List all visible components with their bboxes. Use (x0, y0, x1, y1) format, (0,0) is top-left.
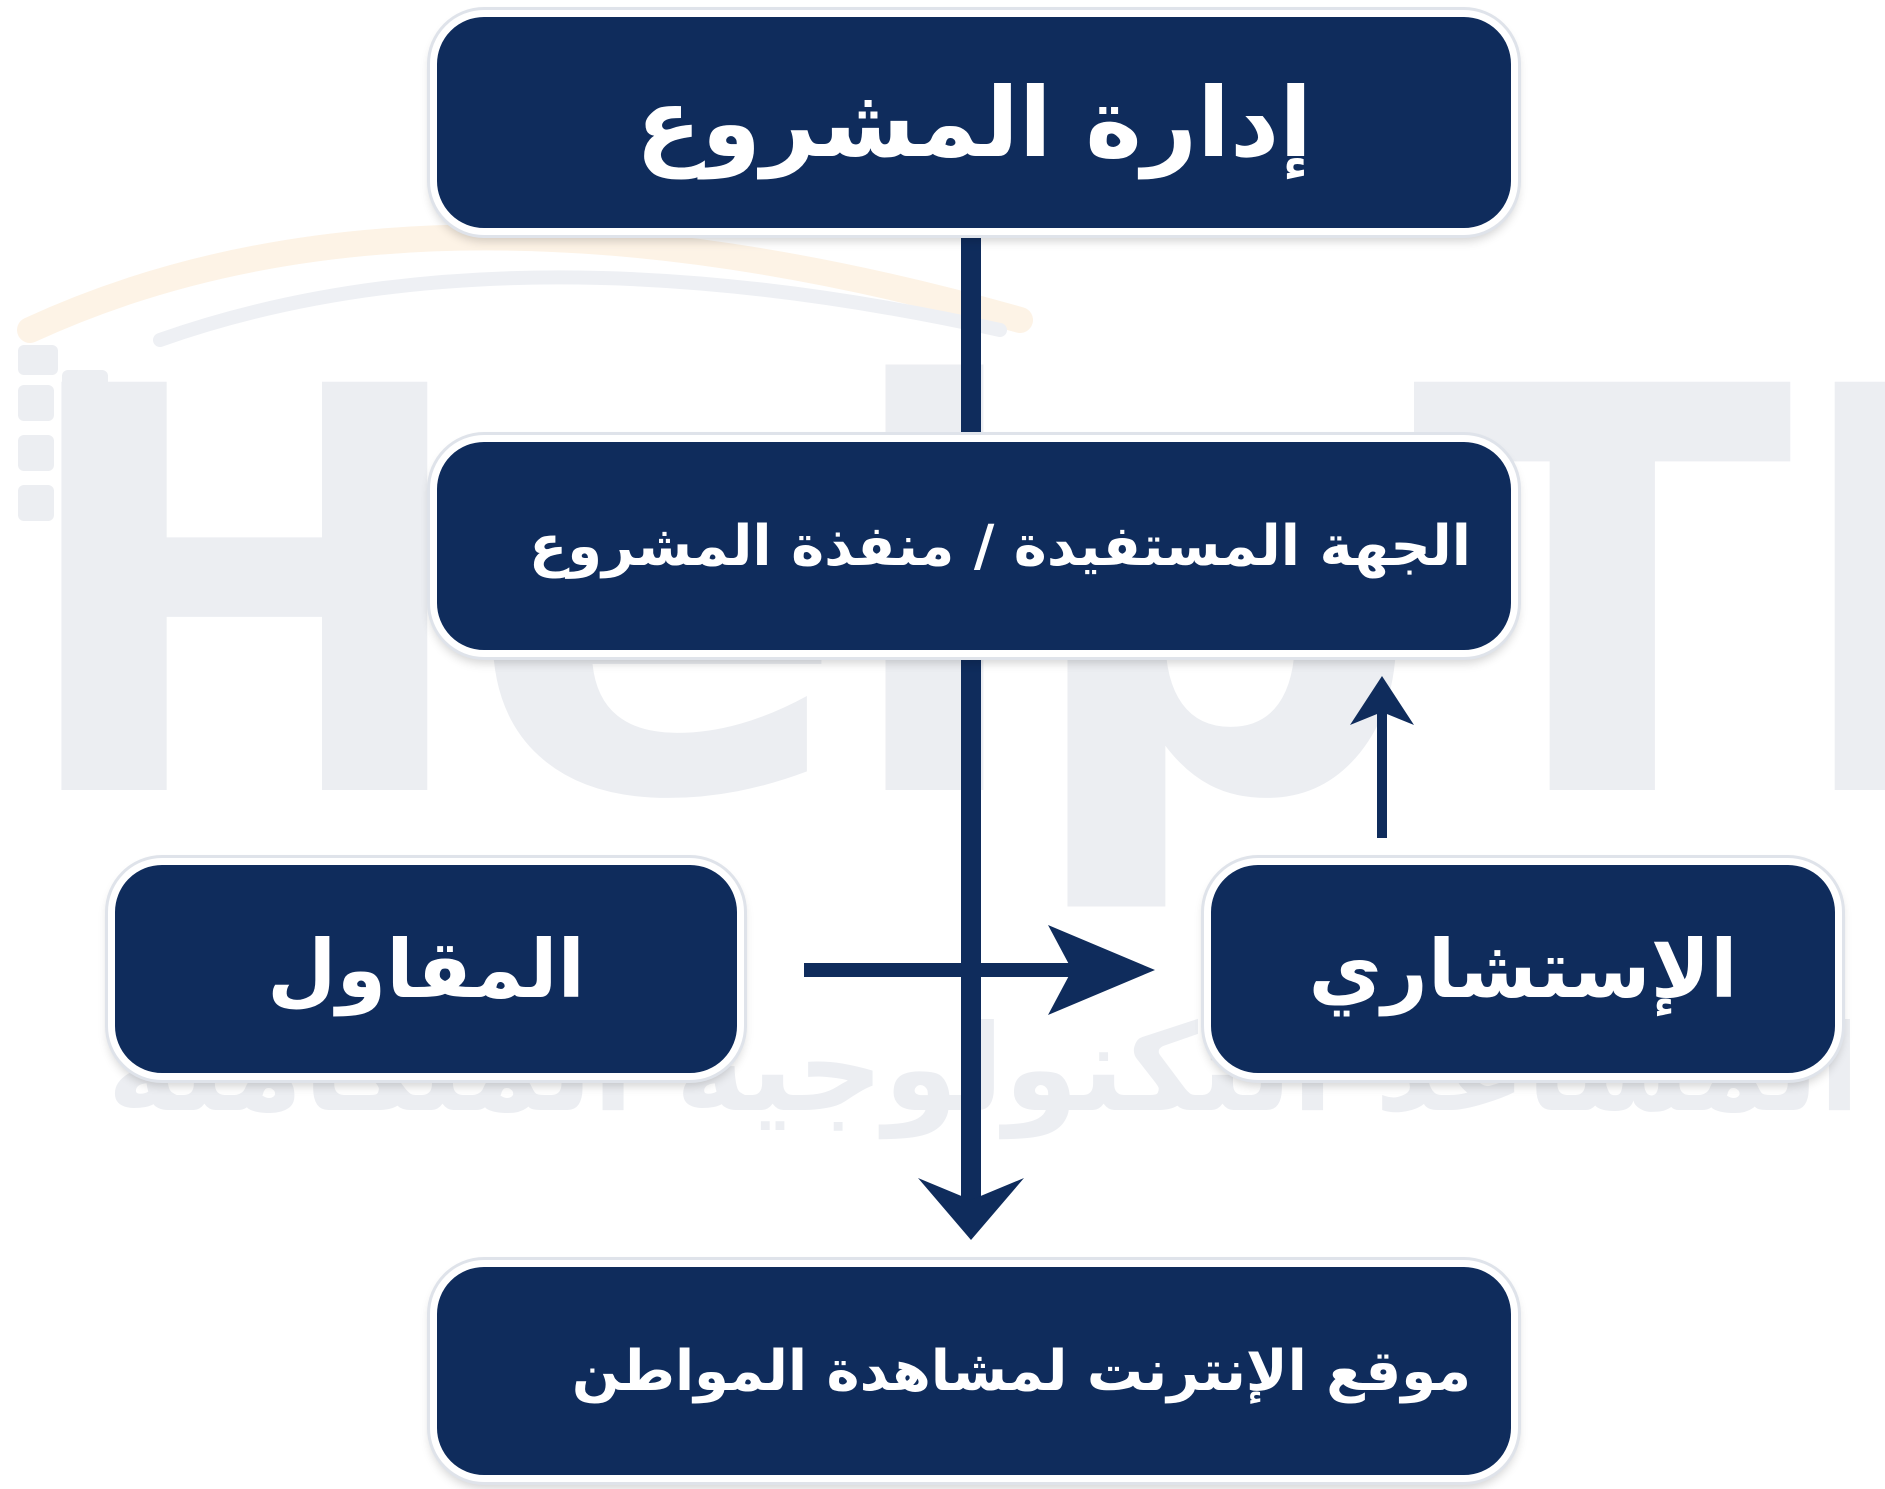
watermark-pixel-icon (18, 345, 108, 521)
arrowhead-up-icon (1350, 676, 1414, 725)
node-consultant-label: الإستشاري (1308, 922, 1738, 1016)
watermark-arc (17, 224, 1033, 343)
node-contractor-label: المقاول (267, 922, 585, 1016)
node-project-management-label: إدارة المشروع (635, 66, 1313, 179)
watermark-arc-inner (153, 270, 1007, 347)
node-beneficiary-label: الجهة المستفيدة / منفذة المشروع (528, 513, 1471, 579)
arrowhead-right-icon (1048, 925, 1155, 1015)
node-beneficiary: الجهة المستفيدة / منفذة المشروع (430, 435, 1518, 657)
node-citizen-website: موقع الإنترنت لمشاهدة المواطن (430, 1260, 1518, 1482)
arrowhead-down-icon (918, 1178, 1024, 1240)
node-project-management: إدارة المشروع (430, 10, 1518, 235)
node-contractor: المقاول (108, 858, 744, 1080)
node-consultant: الإستشاري (1204, 858, 1842, 1080)
node-citizen-website-label: موقع الإنترنت لمشاهدة المواطن (571, 1338, 1471, 1404)
